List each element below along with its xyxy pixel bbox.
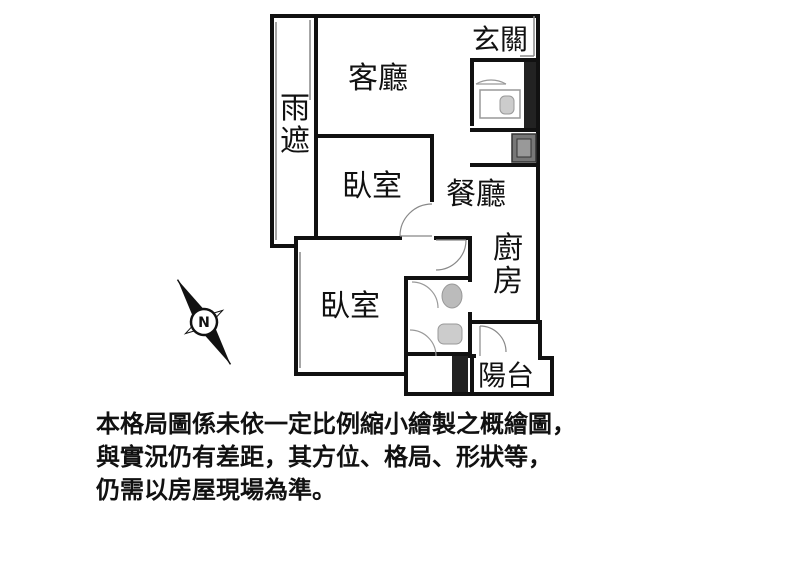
bedroom2-door — [435, 239, 467, 271]
bathroom-2 — [409, 281, 468, 392]
walls — [270, 14, 554, 396]
compass-icon: N — [176, 279, 232, 365]
room-bedroom-1: 臥室 — [342, 169, 402, 204]
disclaimer-line-2: 與實況仍有差距，其方位、格局、形狀等， — [96, 443, 552, 471]
room-bedroom-2: 臥室 — [320, 289, 380, 324]
bathroom-1 — [475, 62, 536, 128]
disclaimer-line-3: 仍需以房屋現場為準。 — [96, 476, 336, 504]
entrance-door — [520, 16, 535, 57]
disclaimer-text: 本格局圖係未依一定比例縮小繪製之概繪圖， 與實況仍有差距，其方位、格局、形狀等，… — [96, 408, 776, 507]
floor-plan: N — [176, 14, 554, 396]
kitchen-stove — [511, 133, 537, 163]
room-kitchen: 廚房 — [493, 231, 523, 299]
disclaimer-line-1: 本格局圖係未依一定比例縮小繪製之概繪圖， — [96, 410, 576, 438]
canopy-window — [275, 20, 311, 368]
room-entrance: 玄關 — [472, 23, 529, 56]
room-canopy: 雨遮 — [280, 91, 310, 159]
inner-walls — [294, 14, 542, 358]
compass-north-label: N — [198, 315, 210, 331]
room-living: 客廳 — [348, 61, 408, 96]
bedroom1-door — [399, 203, 433, 237]
balcony-door — [479, 325, 507, 356]
room-balcony: 陽台 — [478, 359, 535, 392]
room-dining: 餐廳 — [446, 177, 506, 212]
